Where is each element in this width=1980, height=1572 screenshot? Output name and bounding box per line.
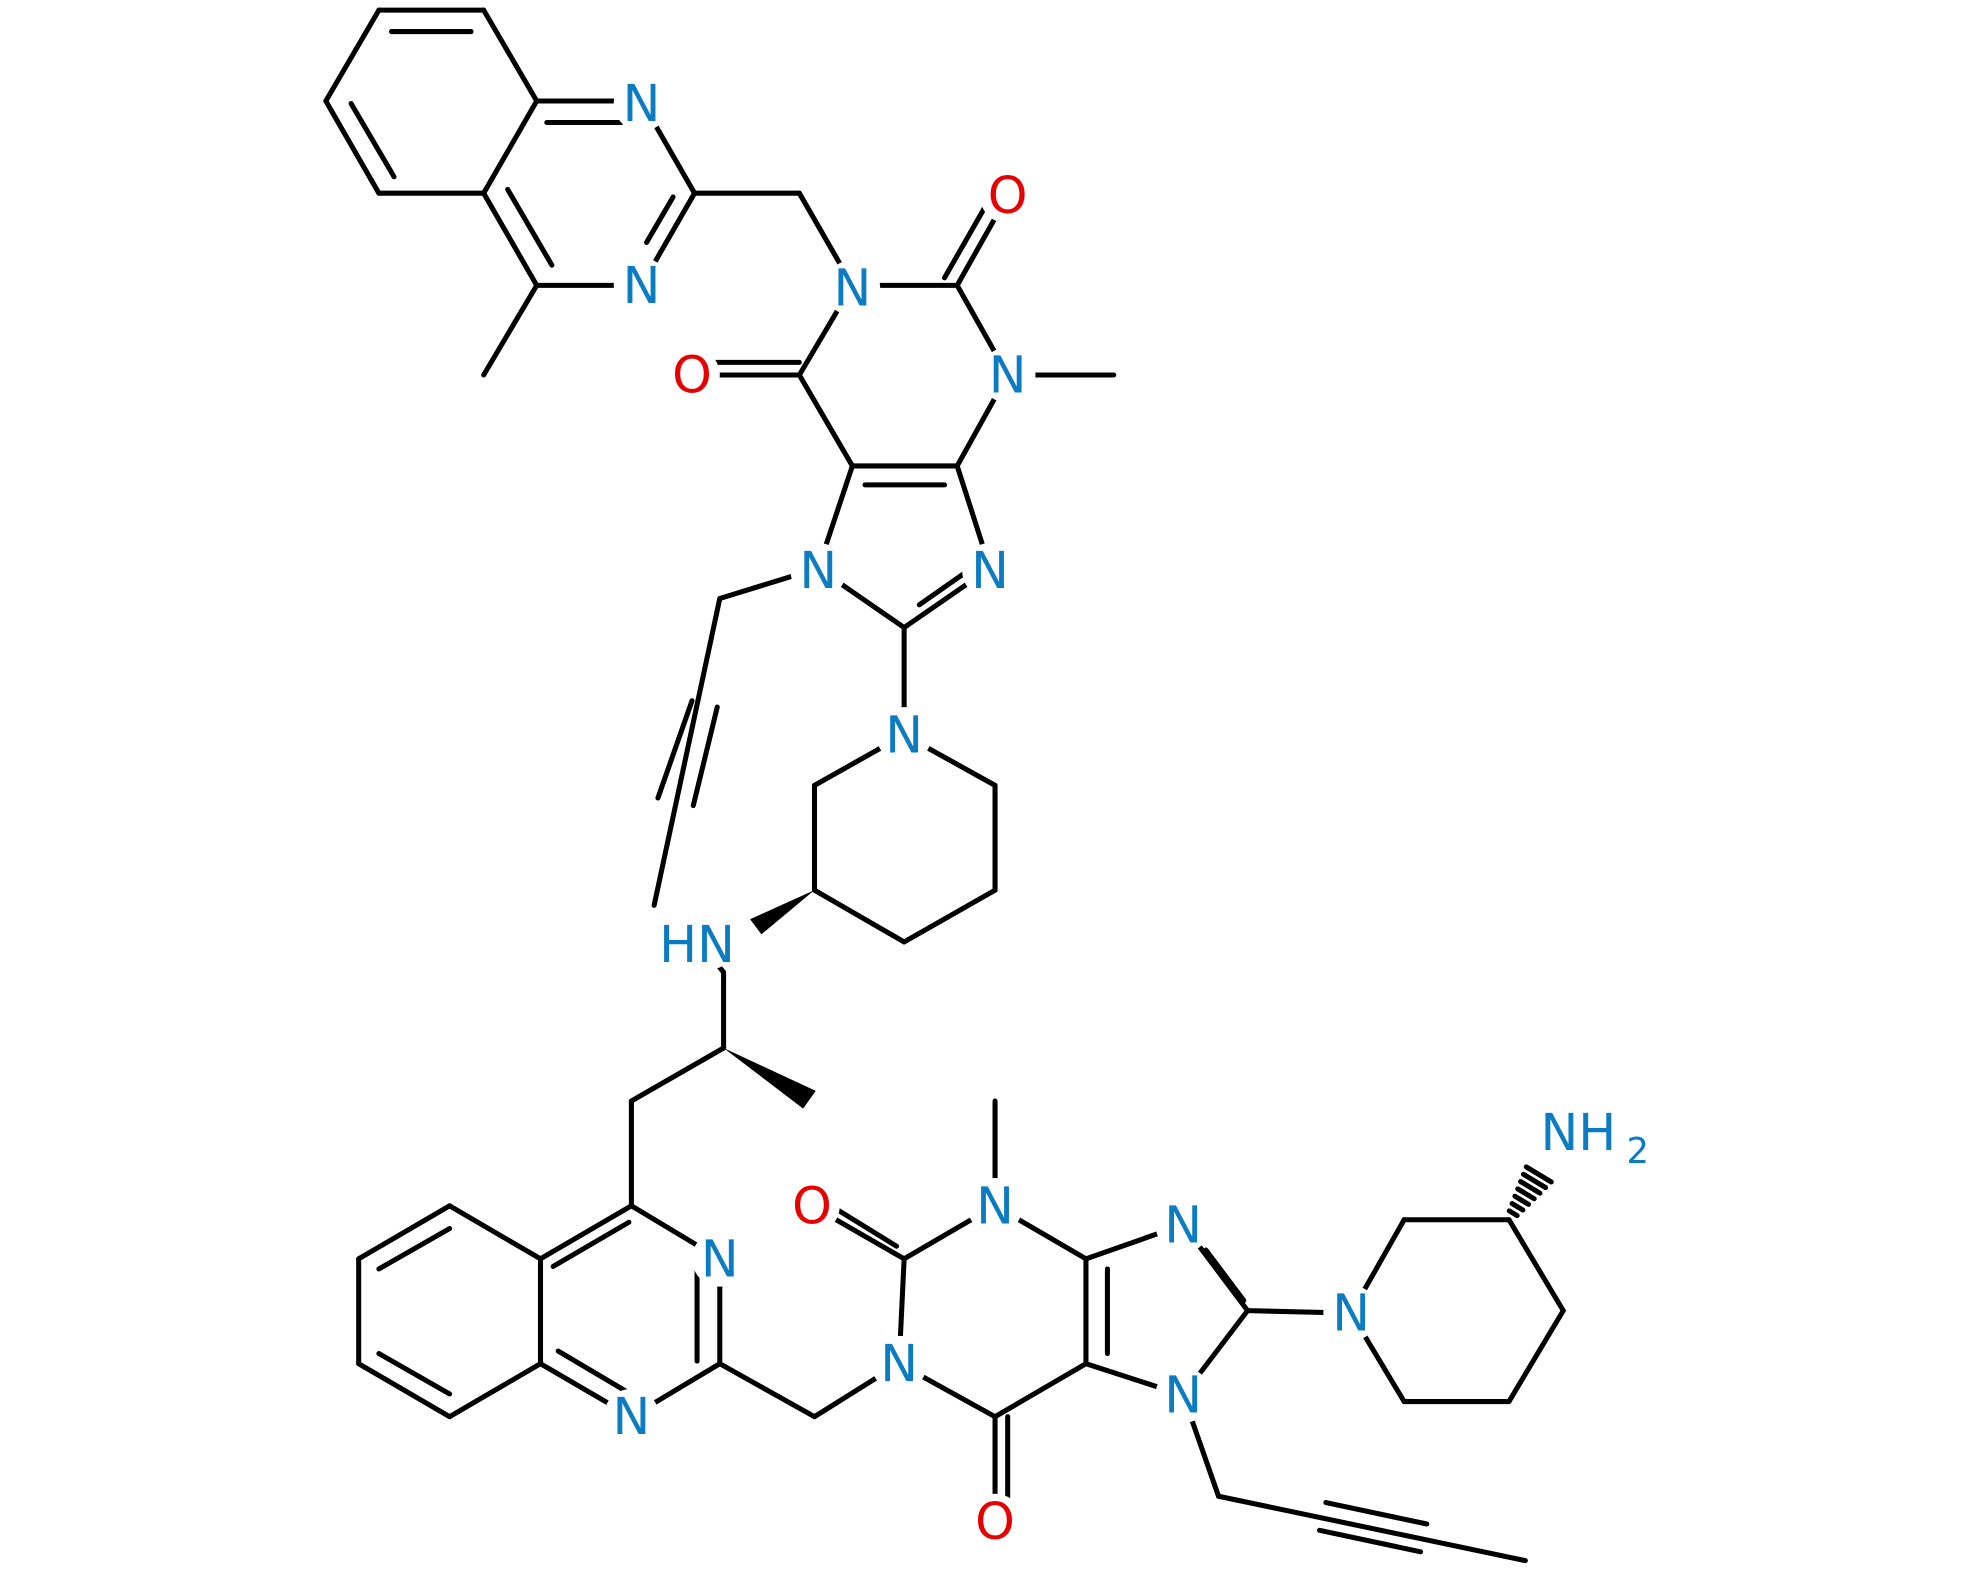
wedge-bond <box>750 890 815 935</box>
bond <box>1506 1217 1566 1314</box>
oxygen-atom-label: O <box>975 1492 1015 1551</box>
bond <box>690 704 720 809</box>
bond <box>323 7 382 104</box>
oxygen-atom-label: O <box>672 346 712 405</box>
wedge-bond <box>723 1048 816 1109</box>
bond <box>376 1226 453 1272</box>
bonds <box>323 7 1566 1564</box>
bond <box>628 1045 727 1104</box>
bond <box>555 1348 629 1394</box>
bond <box>655 698 695 801</box>
bond <box>481 190 540 288</box>
bond <box>348 101 397 180</box>
nitrogen-atom-label: N <box>623 256 661 315</box>
nitrogen-atom-label: N <box>971 541 1009 600</box>
bond <box>651 595 723 908</box>
nitrogen-atom-label: N <box>833 258 871 317</box>
bond <box>481 7 540 104</box>
nitrogen-atom-label: N <box>1164 1195 1202 1254</box>
bond <box>644 194 676 245</box>
bond <box>481 98 540 196</box>
bond <box>901 887 998 945</box>
bond <box>550 1219 632 1269</box>
nitrogen-atom-label: N <box>976 1176 1014 1235</box>
oxygen-atom-label: O <box>792 1176 832 1235</box>
bond <box>1323 1500 1430 1527</box>
bond <box>1509 1201 1526 1213</box>
bond <box>505 186 555 268</box>
bond <box>1506 1308 1566 1405</box>
oxygen-atom-label: O <box>988 166 1028 225</box>
bond <box>1523 1164 1554 1185</box>
nitrogen-atom-label: N <box>880 1334 918 1393</box>
nitrogen-atom-label: N <box>623 74 661 133</box>
label-masks <box>603 75 1607 1550</box>
bond <box>811 887 907 945</box>
bond <box>992 1361 1089 1420</box>
bond <box>376 1351 453 1397</box>
bond <box>1216 1493 1528 1564</box>
bond <box>447 1361 544 1420</box>
bond <box>796 372 855 469</box>
nitrogen-atom-label: HN <box>659 915 735 974</box>
bond <box>356 1203 453 1262</box>
nitrogen-atom-label: N <box>799 541 837 600</box>
bond <box>537 1203 634 1262</box>
bond <box>1518 1179 1543 1196</box>
bond <box>1512 1193 1532 1207</box>
nitrogen-atom-label: N <box>885 705 923 764</box>
bond <box>481 282 540 378</box>
bond <box>356 1361 453 1420</box>
bond <box>447 1203 544 1262</box>
bond <box>1515 1186 1537 1202</box>
bond <box>1203 1247 1247 1304</box>
bond <box>1520 1171 1549 1191</box>
nitrogen-atom-label: NH <box>1541 1103 1617 1162</box>
nitrogen-atom-label: N <box>1164 1366 1202 1425</box>
subscript-2: 2 <box>1626 1131 1649 1172</box>
bond <box>1506 1208 1520 1219</box>
bond <box>1317 1527 1424 1555</box>
bond <box>323 98 382 196</box>
nitrogen-atom-label: N <box>989 346 1027 405</box>
nitrogen-atom-label: N <box>613 1387 651 1446</box>
bond <box>717 1361 818 1420</box>
nitrogen-atom-label: N <box>1332 1284 1370 1343</box>
nitrogen-atom-label: N <box>701 1229 739 1288</box>
